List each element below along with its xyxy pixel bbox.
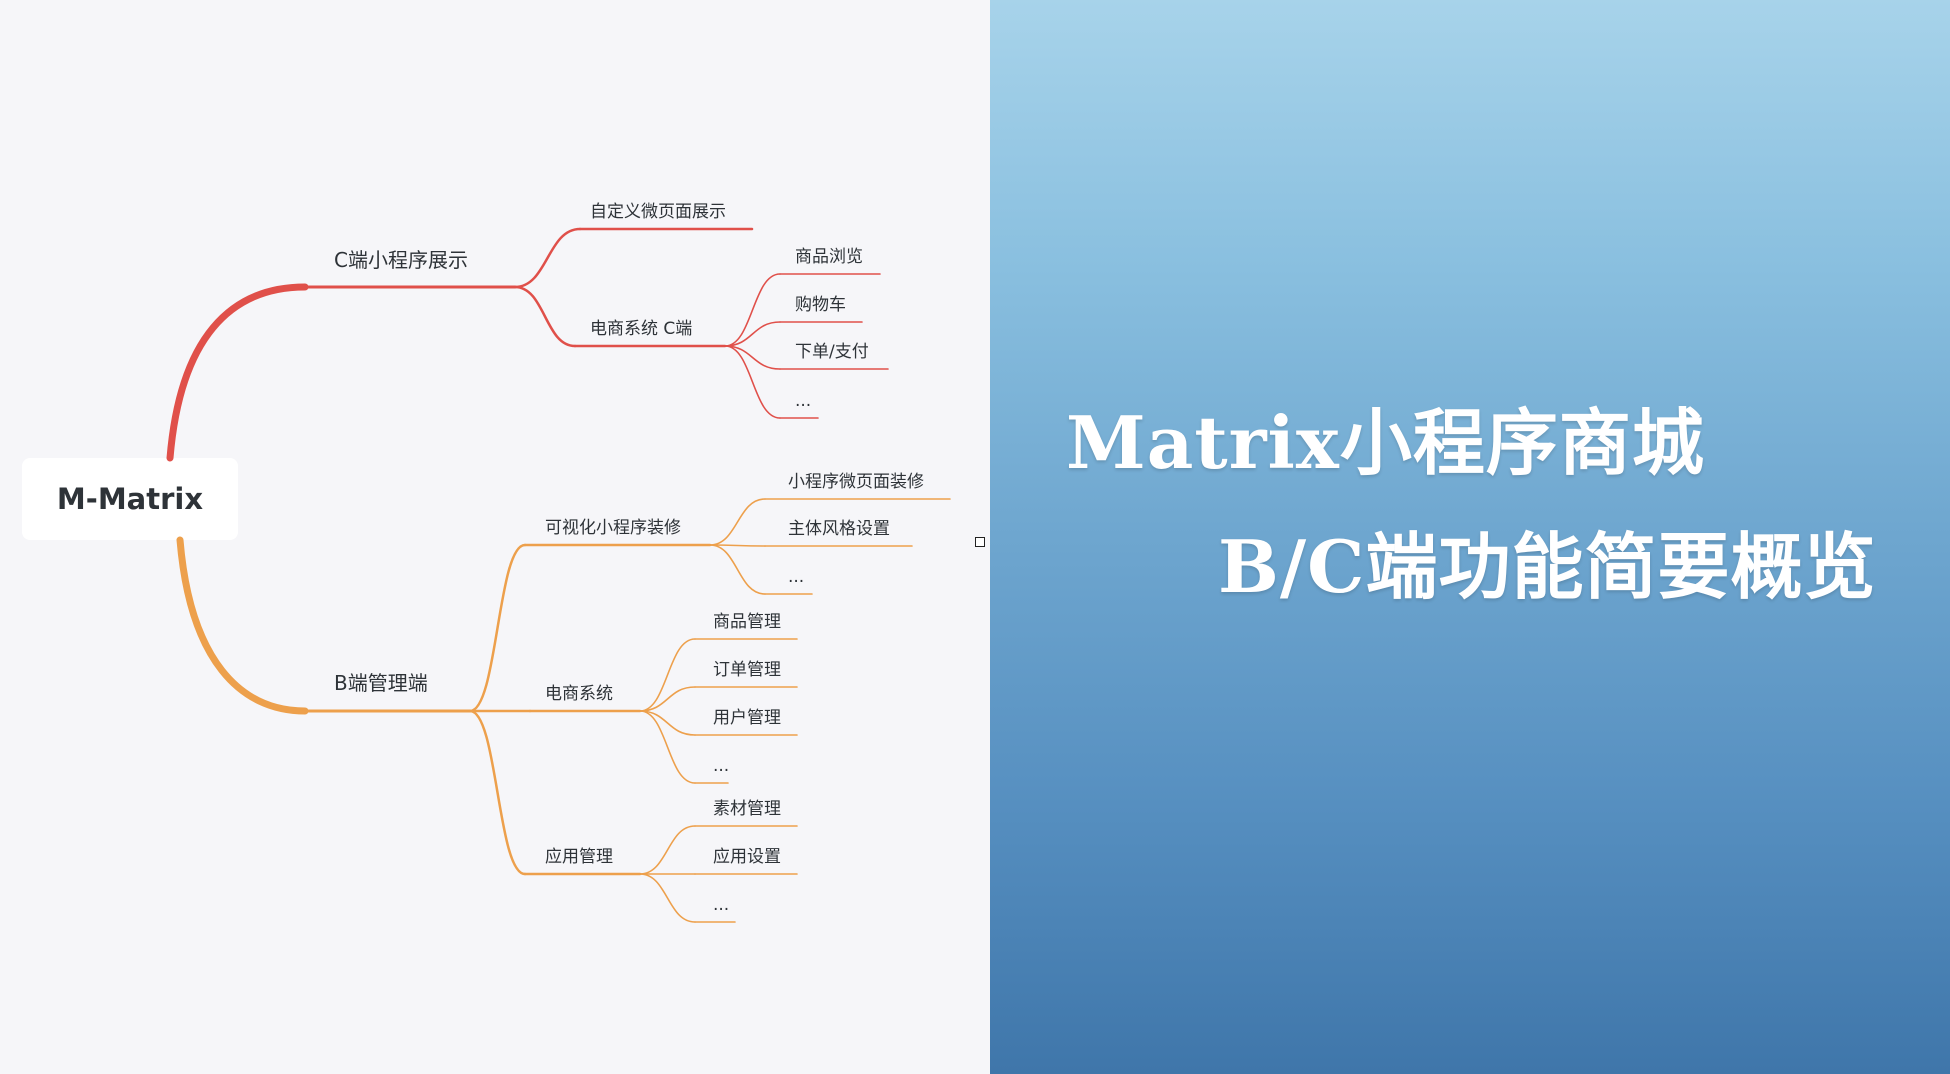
root-node	[22, 458, 238, 540]
subbranch-connector-0-0	[513, 227, 582, 289]
leaf-connector-1-2-0	[639, 825, 696, 875]
leaf-connector-0-1-3	[724, 345, 781, 419]
leaf-connector-1-1-0	[639, 638, 696, 712]
branch-label-1: B端管理端	[334, 671, 428, 695]
leaf-label-1-2-1: 应用设置	[713, 847, 781, 867]
subbranch-connector-1-0	[468, 543, 527, 713]
leaf-connector-1-1-1	[639, 686, 696, 712]
leaf-label-0-1-1: 购物车	[795, 295, 846, 315]
subbranch-connector-0-1	[513, 285, 577, 348]
slide-title-line-2: B/C端功能简要概览	[1218, 524, 1877, 609]
leaf-connector-1-2-2	[639, 873, 696, 923]
leaf-label-1-1-3: ...	[713, 756, 729, 776]
leaf-label-1-2-0: 素材管理	[713, 799, 781, 819]
leaf-label-1-0-2: ...	[788, 567, 804, 587]
leaf-label-0-1-2: 下单/支付	[795, 342, 869, 362]
leaf-connector-0-1-1	[724, 321, 781, 347]
leaf-label-1-0-1: 主体风格设置	[788, 519, 890, 539]
subbranch-label-0-1: 电商系统 C端	[590, 319, 692, 339]
branch-trunk-0	[166, 283, 309, 462]
subbranch-connector-1-2	[468, 709, 527, 876]
leaf-label-1-1-0: 商品管理	[713, 612, 781, 632]
branch-trunk-1	[176, 536, 309, 715]
leaf-connector-0-1-2	[724, 345, 781, 370]
leaf-connector-1-0-1	[709, 544, 766, 547]
subbranch-label-1-2: 应用管理	[545, 847, 613, 867]
subbranch-label-1-0: 可视化小程序装修	[545, 518, 681, 538]
leaf-connector-1-0-0	[709, 498, 766, 546]
resize-handle[interactable]	[975, 537, 985, 547]
leaf-connector-0-1-0	[724, 273, 781, 347]
leaf-label-1-0-0: 小程序微页面装修	[788, 472, 924, 492]
title-panel	[990, 0, 1950, 1074]
branch-label-0: C端小程序展示	[334, 248, 468, 272]
leaf-connector-1-0-2	[709, 544, 766, 595]
leaf-connector-1-1-3	[639, 710, 696, 784]
leaf-label-0-1-0: 商品浏览	[795, 247, 863, 267]
mindmap-panel: M-Matrix C端小程序展示 自定义微页面展示电商系统 C端 商品浏览购物车下单/…	[22, 202, 951, 923]
leaf-label-1-2-2: ...	[713, 895, 729, 915]
root-node-label: M-Matrix	[57, 482, 203, 516]
slide-title-line-1: Matrix小程序商城	[1066, 400, 1705, 485]
leaf-label-1-1-2: 用户管理	[713, 708, 781, 728]
leaf-connector-1-1-2	[639, 710, 696, 736]
subbranch-label-1-1: 电商系统	[545, 684, 613, 704]
leaf-label-0-1-3: ...	[795, 391, 811, 411]
leaf-label-1-1-1: 订单管理	[713, 660, 781, 680]
subbranch-label-0-0: 自定义微页面展示	[590, 202, 726, 222]
